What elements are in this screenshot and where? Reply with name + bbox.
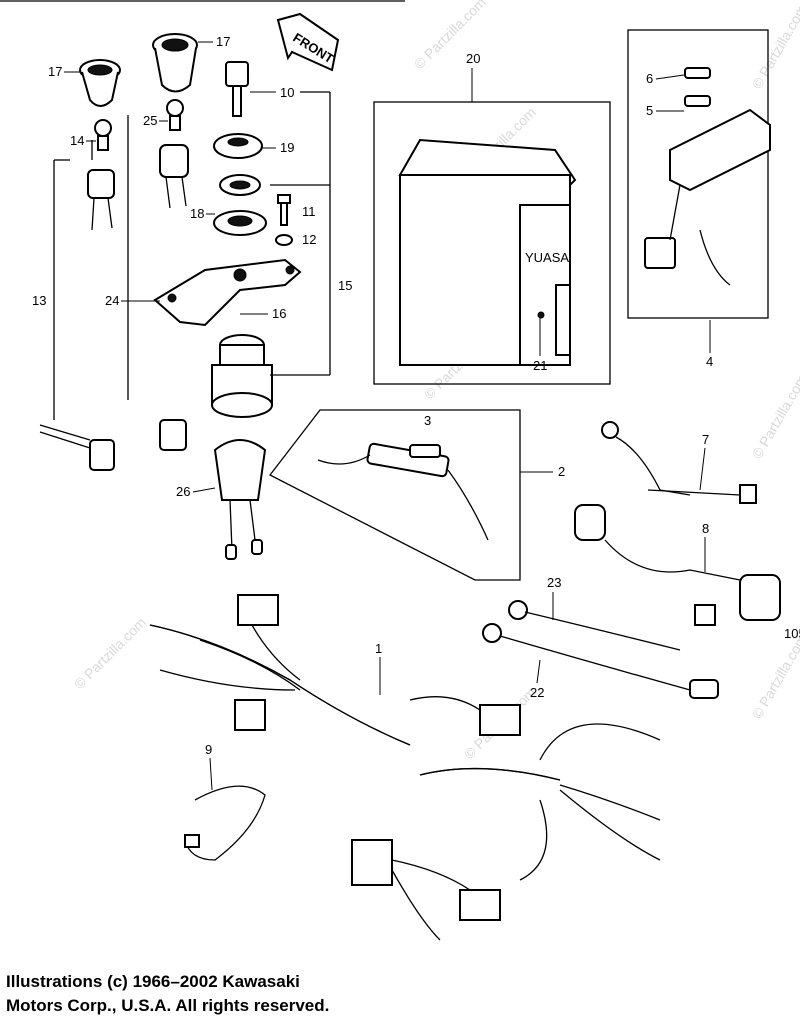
callout-4: 4 — [706, 354, 713, 369]
callout-12: 12 — [302, 232, 316, 247]
callout-24: 24 — [105, 293, 119, 308]
socket-connector-right — [159, 419, 187, 451]
copyright-notice: Illustrations (c) 1966–2002 Kawasaki Mot… — [6, 970, 329, 1018]
front-arrow: FRONT — [276, 12, 340, 72]
copyright-line-2: Motors Corp., U.S.A. All rights reserved… — [6, 996, 330, 1015]
part-25-bulb — [166, 99, 184, 131]
cable-22 — [482, 623, 719, 699]
callout-18: 18 — [190, 206, 204, 221]
callout-15: 15 — [338, 278, 352, 293]
svg-text:© Partzilla.com: © Partzilla.com — [749, 372, 800, 462]
battery-group: YUASA — [373, 101, 611, 385]
ground-wire-7 — [601, 421, 757, 504]
part-17-left — [79, 59, 121, 107]
part-11-bolt — [277, 194, 291, 226]
main-harness — [149, 594, 661, 941]
side-code: 105 — [784, 626, 800, 641]
leader-lines-left — [53, 91, 331, 420]
callout-9: 9 — [205, 742, 212, 757]
callout-8: 8 — [702, 521, 709, 536]
ignition-switch — [211, 334, 273, 418]
copyright-line-1: Illustrations (c) 1966–2002 Kawasaki — [6, 972, 300, 991]
svg-text:© Partzilla.com: © Partzilla.com — [71, 614, 149, 692]
callout-3: 3 — [424, 413, 431, 428]
callout-16: 16 — [272, 306, 286, 321]
callout-1: 1 — [375, 641, 382, 656]
part-14-bulb — [94, 119, 112, 151]
callout-11: 11 — [302, 204, 316, 219]
battery-brand: YUASA — [525, 250, 569, 265]
callout-10: 10 — [280, 85, 294, 100]
callout-23: 23 — [547, 575, 561, 590]
callout-2: 2 — [558, 464, 565, 479]
callout-26: 26 — [176, 484, 190, 499]
cable-23 — [508, 600, 681, 651]
bulb-socket-left — [87, 169, 115, 231]
regulator-group — [627, 29, 771, 319]
socket-connector-left — [39, 424, 115, 471]
svg-text:© Partzilla.com: © Partzilla.com — [749, 632, 800, 722]
fuse-holder-group — [269, 409, 521, 581]
callout-17-right: 17 — [216, 34, 230, 49]
callout-labels: 1 2 3 4 5 6 7 8 9 10 11 12 13 14 15 16 1… — [32, 34, 800, 791]
part-9-clamp — [184, 785, 266, 861]
callout-22: 22 — [530, 685, 544, 700]
part-16-bracket — [153, 258, 302, 327]
callout-14: 14 — [70, 133, 84, 148]
callout-19: 19 — [280, 140, 294, 155]
part-18-grommets — [213, 174, 267, 236]
part-17-right — [152, 33, 198, 93]
callout-17-left: 17 — [48, 64, 62, 79]
bulb-socket-right — [159, 144, 189, 209]
callout-13: 13 — [32, 293, 46, 308]
callout-20: 20 — [466, 51, 480, 66]
part-12-nut — [275, 234, 293, 246]
part-19-cap — [213, 133, 263, 159]
lead-wire-8 — [574, 504, 781, 626]
callout-21: 21 — [533, 358, 547, 373]
callout-7: 7 — [702, 432, 709, 447]
svg-text:© Partzilla.com: © Partzilla.com — [749, 2, 800, 92]
part-10-key — [225, 61, 249, 117]
callout-6: 6 — [646, 71, 653, 86]
part-26-boot — [213, 439, 267, 560]
callout-25: 25 — [143, 113, 157, 128]
callout-5: 5 — [646, 103, 653, 118]
